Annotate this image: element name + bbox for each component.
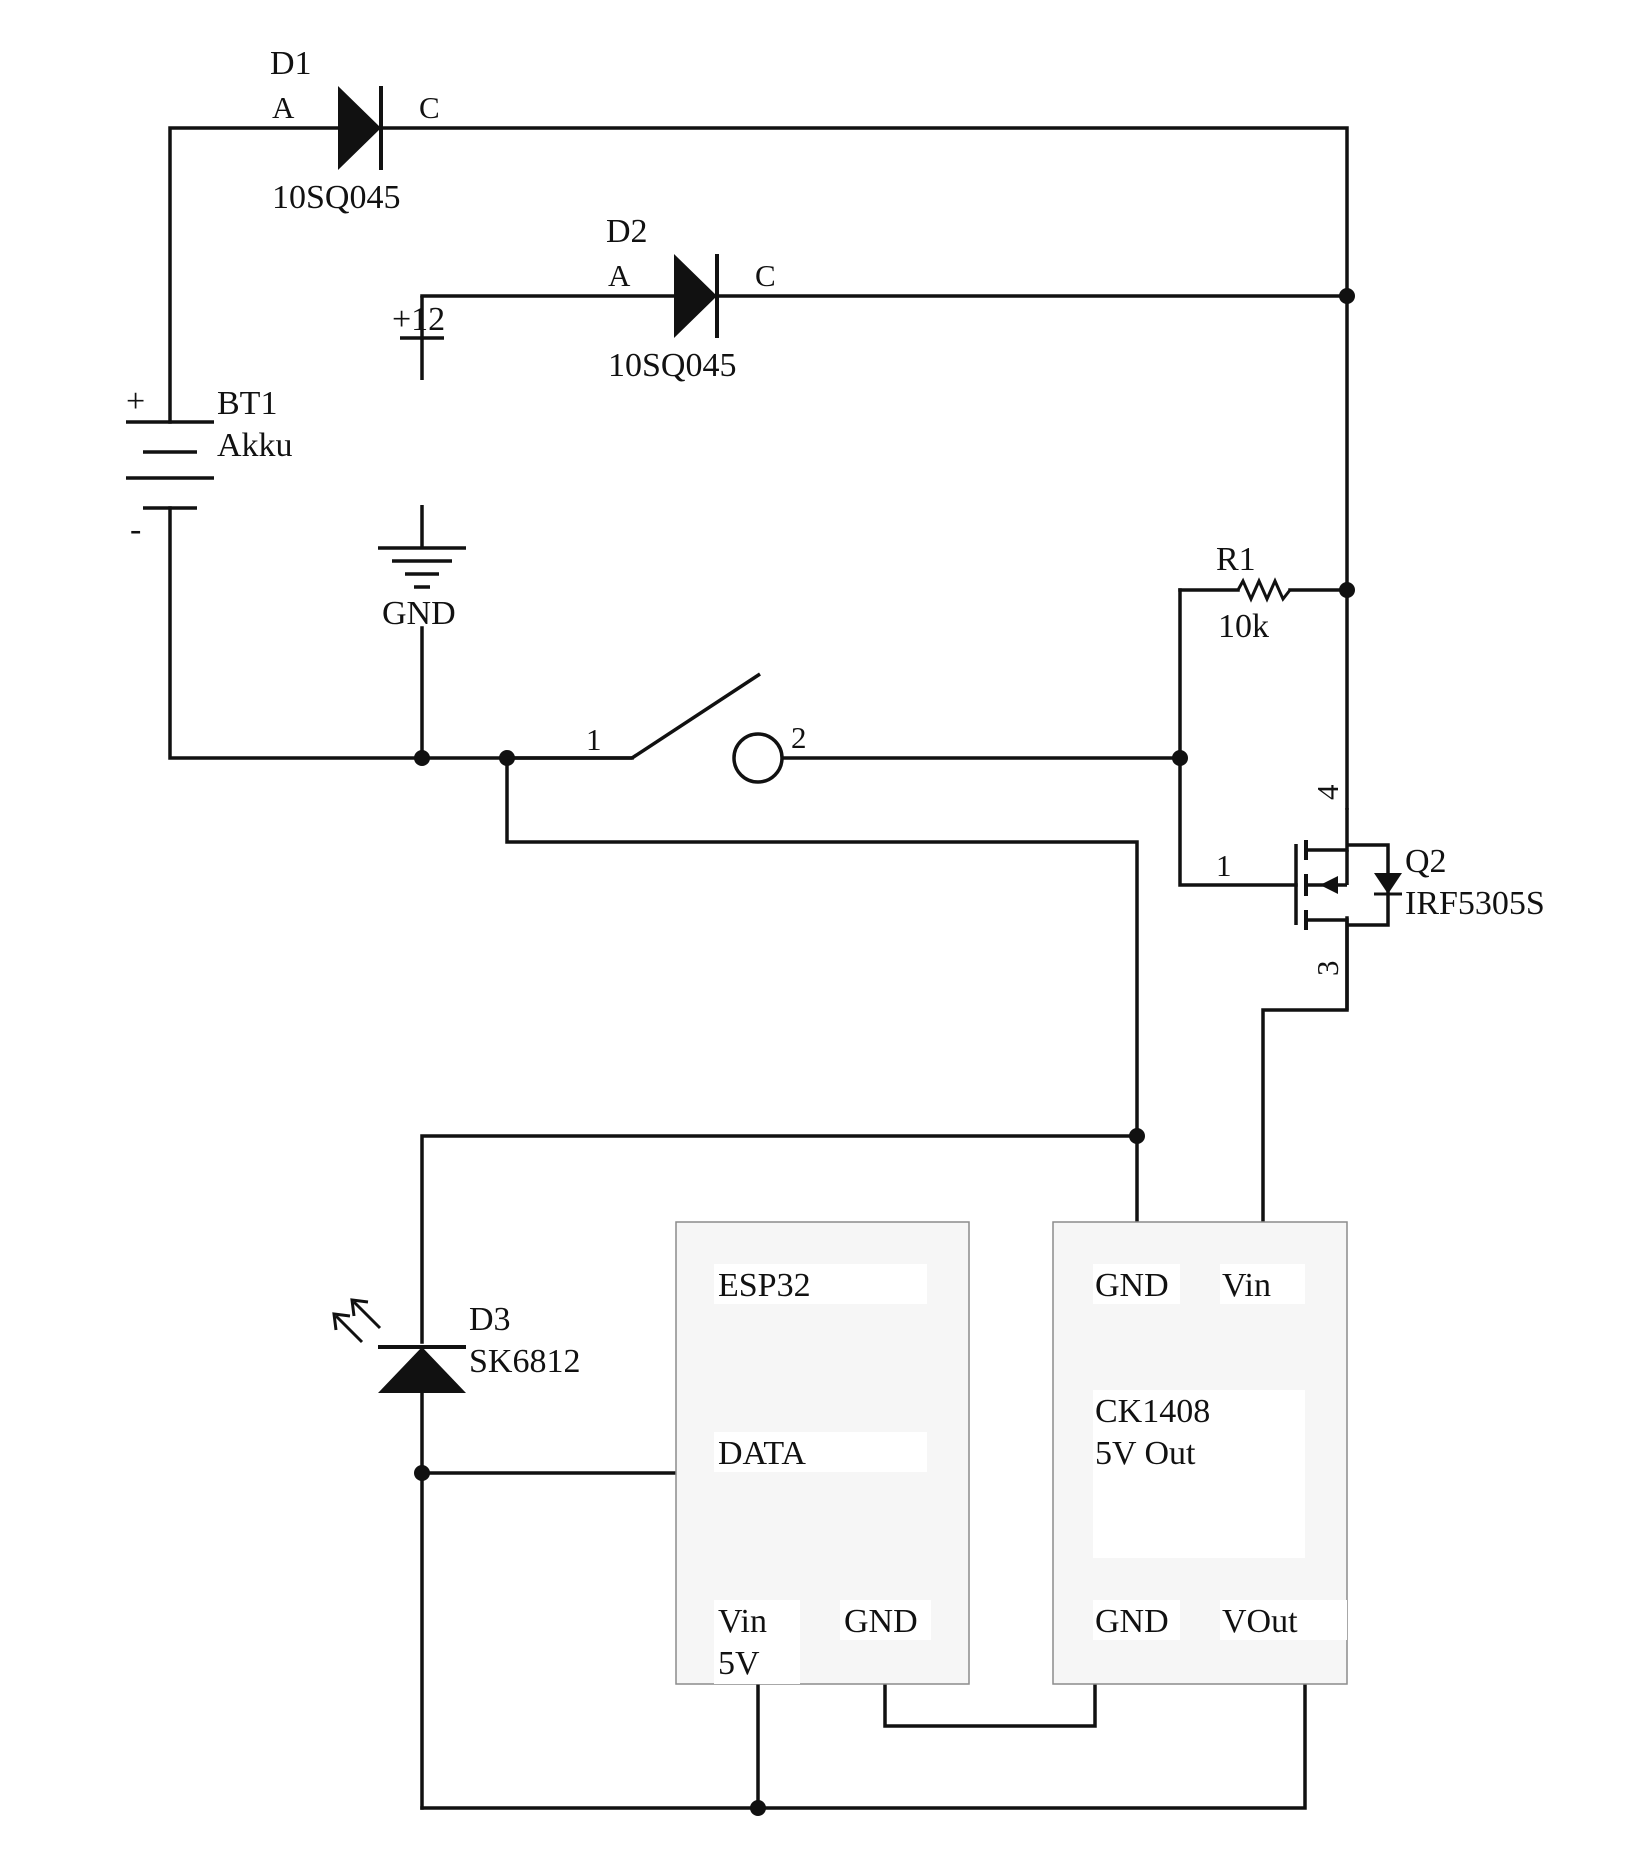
ck1408-title: CK1408 — [1095, 1393, 1210, 1430]
ground-symbol: GND — [378, 505, 466, 632]
battery-value: Akku — [217, 427, 293, 464]
q2-pin-drain: 3 — [1310, 961, 1345, 977]
q2-source-lead — [1306, 808, 1349, 852]
led-d3: D3 SK6812 — [332, 1298, 580, 1393]
switch-pin1: 1 — [586, 722, 602, 757]
diode-d1-pin-a: A — [272, 90, 295, 125]
diode-d2-ref: D2 — [606, 213, 648, 250]
led-d3-ref: D3 — [469, 1301, 511, 1338]
esp32-vin-5v: 5V — [718, 1645, 760, 1682]
mosfet-q2: 1 4 3 Q2 IRF5305S — [1216, 784, 1545, 1010]
ck1408-gnd-in-pin: GND — [1095, 1267, 1169, 1304]
q2-body-diode — [1374, 873, 1402, 894]
wires — [168, 126, 1349, 1810]
diode-d2: D2 A C 10SQ045 — [606, 213, 776, 384]
esp32-vin-pin: Vin — [718, 1603, 767, 1640]
wire-gate-node — [1178, 588, 1298, 887]
ground-label: GND — [382, 595, 456, 632]
switch-contact — [732, 732, 784, 784]
q2-ref: Q2 — [1405, 843, 1447, 880]
battery-minus-sign: - — [130, 511, 141, 548]
wire-gnd-esp-ck — [883, 1682, 1097, 1728]
ck1408-vout-pin: VOut — [1222, 1603, 1298, 1640]
module-esp32: ESP32 DATA Vin 5V GND — [675, 1221, 970, 1685]
q2-drain-lead — [1306, 918, 1349, 1010]
diode-d1: D1 A C 10SQ045 — [270, 45, 440, 216]
ck1408-vin-pin: Vin — [1222, 1267, 1271, 1304]
switch-pin2: 2 — [791, 720, 807, 755]
resistor-r1-symbol — [1236, 577, 1292, 603]
esp32-title: ESP32 — [718, 1267, 811, 1304]
battery-ref: BT1 — [217, 385, 277, 422]
junctions — [414, 288, 1355, 1816]
resistor-r1-ref: R1 — [1216, 541, 1256, 578]
battery-bt1: + - BT1 Akku — [126, 383, 293, 548]
junction-dot — [1129, 1128, 1145, 1144]
wire-5v-rail — [420, 1682, 1307, 1810]
wire-d1-to-right-rail — [379, 126, 1349, 810]
diode-d2-pin-a: A — [608, 258, 631, 293]
q2-value: IRF5305S — [1405, 885, 1545, 922]
diode-d2-symbol — [674, 254, 717, 338]
supply-label: +12 — [392, 301, 445, 338]
supply-plus12: +12 — [392, 296, 445, 380]
diode-d2-pin-c: C — [755, 258, 776, 293]
wire-led-gnd — [420, 1134, 1139, 1344]
switch-lever — [631, 672, 761, 760]
diode-d1-symbol — [338, 86, 381, 170]
switch: 1 2 — [507, 672, 807, 784]
ck1408-gnd-out-pin: GND — [1095, 1603, 1169, 1640]
resistor-r1: R1 10k — [1216, 541, 1292, 645]
esp32-data-pin: DATA — [718, 1435, 806, 1472]
led-d3-symbol — [378, 1347, 466, 1393]
diode-d1-ref: D1 — [270, 45, 312, 82]
diode-d2-value: 10SQ045 — [608, 347, 736, 384]
ck1408-subtitle: 5V Out — [1095, 1435, 1196, 1472]
led-d3-value: SK6812 — [469, 1343, 580, 1380]
junction-dot — [414, 750, 430, 766]
q2-pin-gate: 1 — [1216, 848, 1232, 883]
wire-battery-to-d1 — [168, 126, 340, 424]
module-ck1408: GND Vin CK1408 5V Out GND VOut — [1052, 1221, 1348, 1685]
wire-bus-to-ck1408-gnd — [505, 756, 1139, 1224]
q2-body-diode-lead — [1347, 843, 1390, 927]
wire-battery-minus-to-bus — [168, 506, 634, 760]
junction-dot — [750, 1800, 766, 1816]
led-emission-arrows-icon — [332, 1298, 382, 1344]
diode-d1-pin-c: C — [419, 90, 440, 125]
battery-plus-sign: + — [126, 383, 145, 420]
junction-dot — [1339, 288, 1355, 304]
q2-pin-source: 4 — [1310, 784, 1345, 800]
junction-dot — [1339, 582, 1355, 598]
q2-body-arrow — [1320, 876, 1338, 894]
junction-dot — [414, 1465, 430, 1481]
esp32-gnd-pin: GND — [844, 1603, 918, 1640]
junction-dot — [1172, 750, 1188, 766]
diode-d1-value: 10SQ045 — [272, 179, 400, 216]
resistor-r1-value: 10k — [1218, 608, 1269, 645]
